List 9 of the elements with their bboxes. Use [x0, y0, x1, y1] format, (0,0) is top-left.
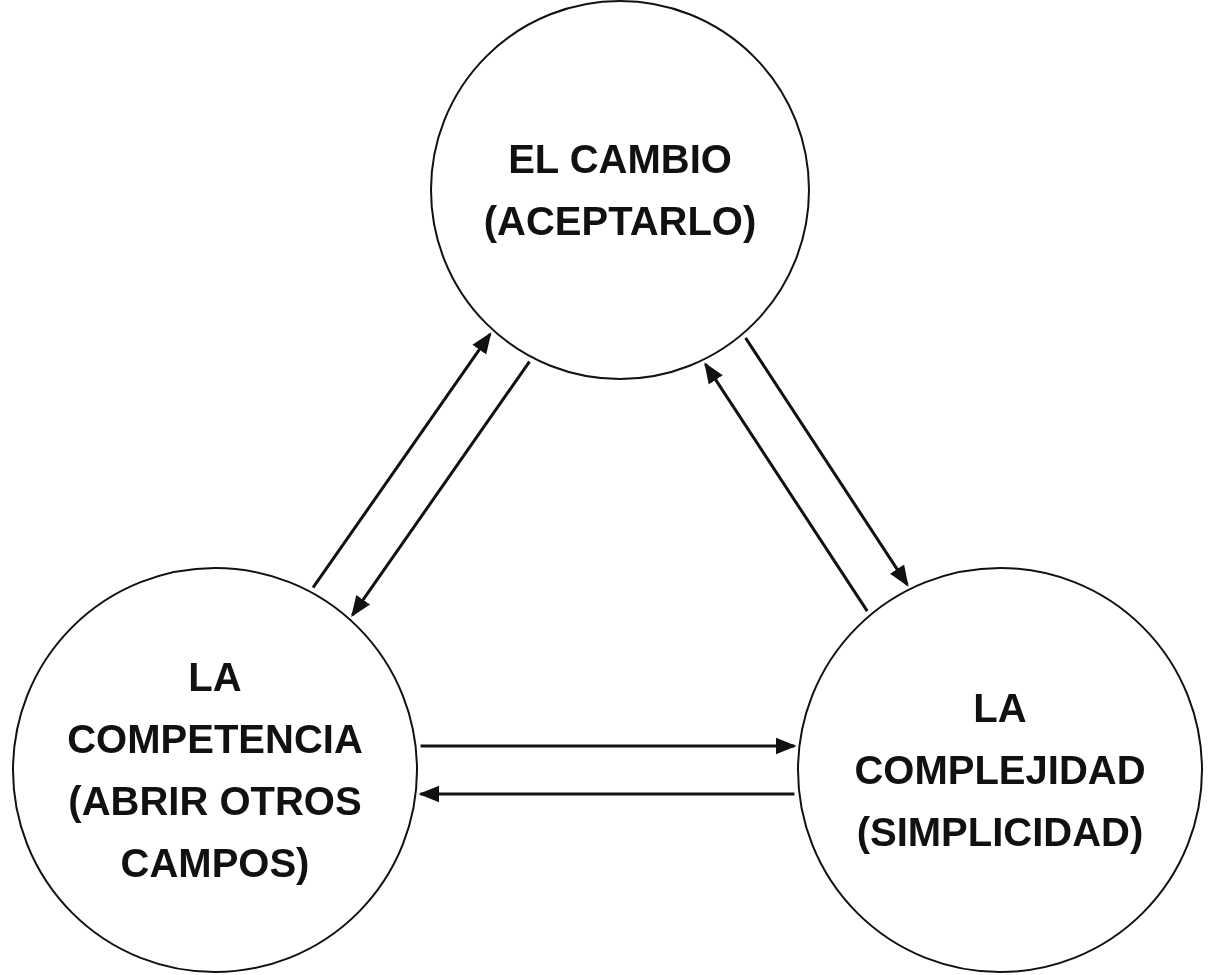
- arrow: [311, 332, 492, 589]
- arrow: [418, 785, 795, 803]
- arrow: [351, 360, 531, 617]
- node-label: LA COMPETENCIA (ABRIR OTROS CAMPOS): [66, 654, 364, 887]
- node-label: EL CAMBIO (ACEPTARLO): [482, 136, 758, 245]
- arrow: [744, 337, 909, 587]
- node-label: LA COMPLEJIDAD (SIMPLICIDAD): [853, 685, 1147, 856]
- arrow: [420, 737, 797, 755]
- arrow: [704, 362, 869, 613]
